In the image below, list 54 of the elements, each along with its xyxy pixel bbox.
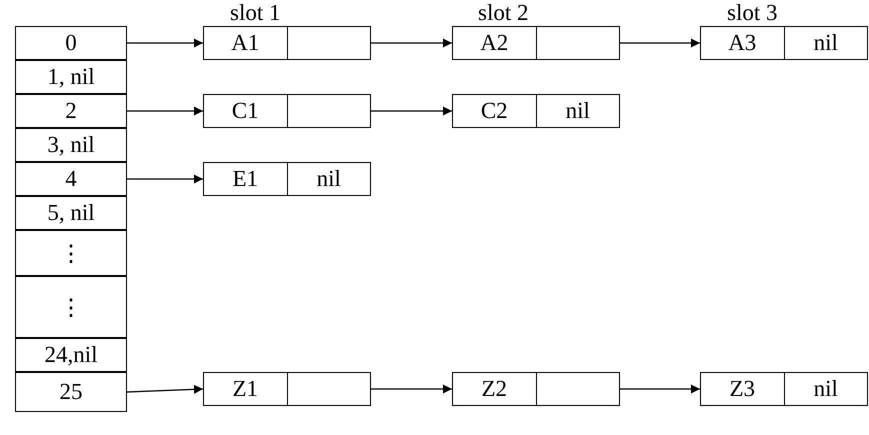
table-cell	[15, 372, 127, 412]
table-cell	[15, 230, 127, 276]
table-cell	[15, 60, 127, 94]
list-node	[203, 372, 371, 406]
slot-index: 0	[65, 30, 77, 56]
arrow	[127, 38, 203, 48]
table-cell	[15, 276, 127, 338]
node-key: Z1	[232, 376, 258, 402]
node-key: C2	[480, 98, 508, 124]
node-key: C1	[232, 98, 259, 124]
slot-label: slot 2	[478, 0, 528, 26]
slot-index: 25	[60, 379, 82, 405]
arrow	[620, 384, 700, 394]
table-cell	[15, 26, 127, 60]
arrow	[126, 384, 204, 394]
arrow	[127, 106, 203, 116]
slot-index: 4	[65, 166, 77, 192]
table-cell	[15, 128, 127, 162]
list-node	[452, 94, 620, 128]
arrow	[620, 38, 700, 48]
list-node	[452, 26, 620, 60]
table-cell	[15, 94, 127, 128]
arrow	[371, 106, 452, 116]
node-key: Z2	[481, 376, 508, 402]
list-node	[452, 372, 620, 406]
nil-pointer: nil	[814, 376, 838, 402]
slot-index: 5, nil	[47, 200, 95, 226]
node-key: Z3	[729, 376, 756, 402]
nil-pointer: nil	[814, 30, 838, 56]
table-cell	[15, 196, 127, 230]
slot-index: 24,nil	[44, 342, 98, 368]
nil-pointer: nil	[316, 166, 341, 192]
slot-index: 3, nil	[47, 132, 95, 158]
slot-index: ⋮	[60, 294, 82, 320]
arrow	[371, 38, 452, 48]
slot-index: ⋮	[60, 240, 82, 266]
table-cell	[15, 162, 127, 196]
slot-index: 1, nil	[47, 64, 95, 90]
list-node	[203, 26, 371, 60]
node-key: A3	[728, 30, 756, 56]
node-key: A2	[480, 30, 508, 56]
slot-label: slot 1	[230, 0, 280, 26]
arrow	[127, 174, 203, 184]
list-node	[700, 26, 868, 60]
node-key: E1	[232, 166, 258, 192]
list-node	[203, 162, 371, 196]
table-cell	[15, 338, 127, 372]
list-node	[700, 372, 868, 406]
slot-index: 2	[65, 98, 77, 124]
arrow	[371, 384, 452, 394]
slot-label: slot 3	[727, 0, 778, 26]
node-key: A1	[231, 30, 260, 56]
list-node	[203, 94, 371, 128]
nil-pointer: nil	[566, 98, 590, 124]
